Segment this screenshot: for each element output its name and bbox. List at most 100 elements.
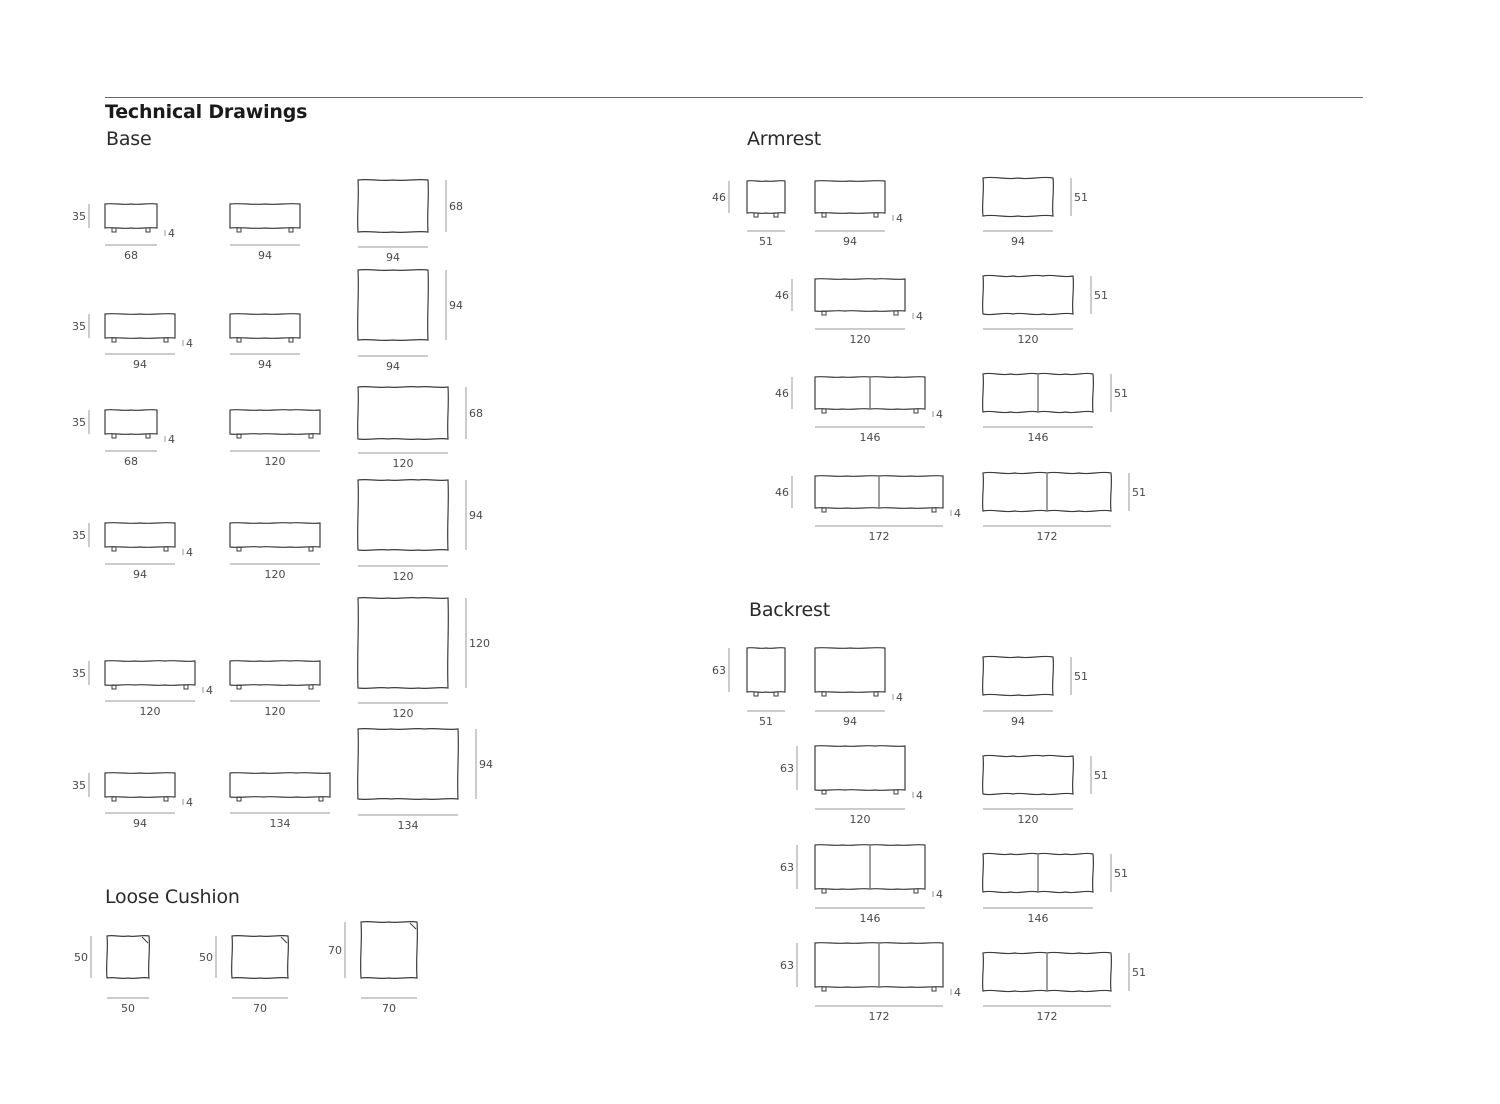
- cushion-outline: [106, 935, 150, 979]
- foot-mark: [288, 337, 294, 343]
- width-label: 146: [860, 912, 881, 925]
- depth-label: 120: [469, 637, 490, 650]
- width-label: 94: [133, 817, 147, 830]
- height-label: 35: [72, 320, 86, 333]
- base-top-view: [357, 596, 449, 690]
- width-label: 146: [1028, 912, 1049, 925]
- depth-label: 94: [449, 299, 463, 312]
- foot-mark: [931, 507, 937, 513]
- backrest-front-view: [746, 647, 786, 693]
- foot-mark: [111, 433, 117, 439]
- base-side-view: [229, 409, 321, 435]
- header-rule: [105, 97, 1363, 98]
- foot-mark: [236, 433, 242, 439]
- width-label: 120: [850, 333, 871, 346]
- base-side-view: [229, 660, 321, 686]
- foot-label: 4: [916, 310, 923, 323]
- armrest-side-view: [814, 475, 944, 509]
- foot-mark: [236, 684, 242, 690]
- height-label: 35: [72, 529, 86, 542]
- backrest-side-view: [814, 745, 906, 791]
- depth-label: 94: [469, 509, 483, 522]
- width-label: 120: [850, 813, 871, 826]
- foot-mark: [821, 507, 827, 513]
- width-label: 120: [393, 570, 414, 583]
- foot-label: 4: [936, 888, 943, 901]
- armrest-top-view: [981, 471, 1113, 513]
- width-label: 94: [386, 360, 400, 373]
- foot-mark: [773, 691, 779, 697]
- foot-mark: [111, 337, 117, 343]
- width-label: 134: [270, 817, 291, 830]
- foot-mark: [753, 691, 759, 697]
- foot-label: 4: [936, 408, 943, 421]
- height-label: 70: [328, 944, 342, 957]
- base-side-view: [229, 313, 301, 339]
- width-label: 120: [265, 455, 286, 468]
- base-side-view: [229, 522, 321, 548]
- width-label: 120: [1018, 333, 1039, 346]
- foot-mark: [163, 546, 169, 552]
- base-top-view: [357, 727, 459, 801]
- foot-mark: [308, 546, 314, 552]
- foot-mark: [145, 433, 151, 439]
- height-label: 35: [72, 667, 86, 680]
- foot-mark: [893, 789, 899, 795]
- depth-label: 51: [1132, 486, 1146, 499]
- foot-mark: [821, 986, 827, 992]
- foot-mark: [236, 546, 242, 552]
- foot-label: 4: [896, 691, 903, 704]
- depth-label: 51: [1094, 769, 1108, 782]
- backrest-top-view: [981, 655, 1055, 697]
- foot-mark: [183, 684, 189, 690]
- width-label: 68: [124, 249, 138, 262]
- base-top-view: [357, 478, 449, 552]
- cushion-corner-mark: [409, 922, 417, 930]
- width-label: 68: [124, 455, 138, 468]
- width-label: 120: [265, 705, 286, 718]
- height-label: 63: [780, 762, 794, 775]
- base-front-view: [104, 660, 196, 686]
- cushion-corner-mark: [280, 936, 288, 944]
- foot-label: 4: [168, 227, 175, 240]
- foot-label: 4: [168, 433, 175, 446]
- height-label: 35: [72, 779, 86, 792]
- width-label: 94: [1011, 235, 1025, 248]
- foot-mark: [318, 796, 324, 802]
- height-label: 63: [780, 959, 794, 972]
- width-label: 120: [393, 707, 414, 720]
- armrest-top-view: [981, 176, 1055, 218]
- width-label: 50: [121, 1002, 135, 1015]
- backrest-top-view: [981, 951, 1113, 993]
- foot-mark: [821, 888, 827, 894]
- width-label: 120: [140, 705, 161, 718]
- width-label: 94: [258, 249, 272, 262]
- foot-mark: [236, 227, 242, 233]
- base-side-view: [229, 772, 331, 798]
- cushion-outline: [360, 921, 418, 979]
- foot-label: 4: [186, 546, 193, 559]
- backrest-side-view: [814, 942, 944, 988]
- width-label: 94: [386, 251, 400, 264]
- foot-mark: [111, 796, 117, 802]
- height-label: 35: [72, 416, 86, 429]
- foot-mark: [873, 691, 879, 697]
- height-label: 46: [775, 486, 789, 499]
- foot-mark: [163, 337, 169, 343]
- width-label: 172: [869, 1010, 890, 1023]
- depth-label: 94: [479, 758, 493, 771]
- foot-label: 4: [896, 212, 903, 225]
- depth-label: 68: [469, 407, 483, 420]
- width-label: 94: [843, 715, 857, 728]
- width-label: 51: [759, 235, 773, 248]
- cushion-outline: [231, 935, 289, 979]
- width-label: 94: [258, 358, 272, 371]
- depth-label: 51: [1132, 966, 1146, 979]
